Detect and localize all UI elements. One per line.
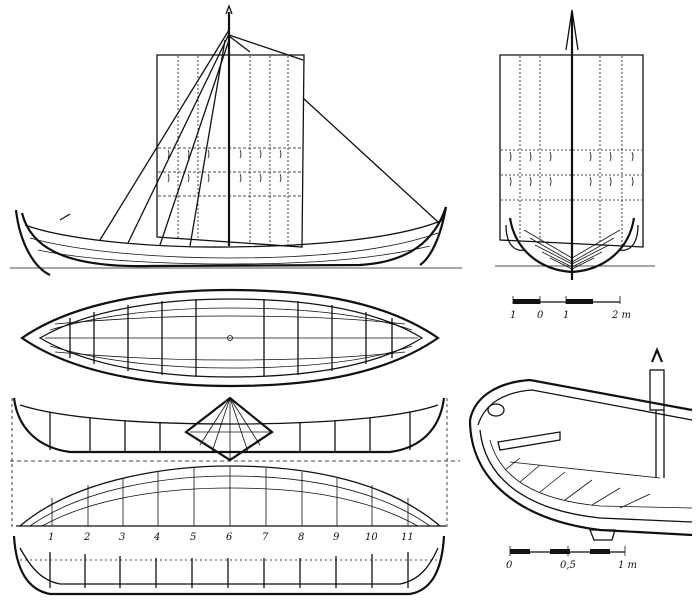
keel-profile	[12, 535, 446, 596]
scale-bar-2m: 1 0 1 2 m	[510, 296, 631, 321]
station-number: 8	[298, 532, 304, 543]
scale-large-label-2: 0,5	[560, 560, 576, 571]
scale-large-label-3: 1 m	[618, 560, 637, 571]
station-number: 6	[226, 532, 233, 543]
station-numbers: 1 2 3 4 5 6 7 8 9 10 11	[48, 532, 414, 543]
front-view-with-sail	[495, 9, 655, 280]
scale-small-label-4: 2 m	[611, 310, 631, 321]
scale-small-label-3: 1	[563, 310, 569, 321]
station-number: 5	[190, 532, 196, 543]
station-number: 2	[83, 532, 90, 543]
scale-bar-1m: 0 0,5 1 m	[506, 546, 637, 571]
scale-small-label-2: 0	[537, 310, 544, 321]
station-number: 11	[401, 532, 414, 543]
station-number: 1	[48, 532, 54, 543]
station-number: 7	[262, 532, 269, 543]
side-view-with-sail	[10, 4, 462, 276]
inboard-profile	[10, 396, 460, 530]
scale-large-label-1: 0	[506, 560, 513, 571]
station-number: 4	[153, 532, 160, 543]
bow-detail-perspective	[468, 347, 693, 541]
station-number: 9	[333, 532, 340, 543]
station-number: 10	[365, 532, 378, 543]
lines-plan: 1 2 3 4 5 6 7 8 9 10 11	[16, 465, 446, 543]
scale-small-label-1: 1	[510, 310, 516, 321]
plan-view-hull	[20, 288, 440, 388]
station-number: 3	[119, 532, 125, 543]
